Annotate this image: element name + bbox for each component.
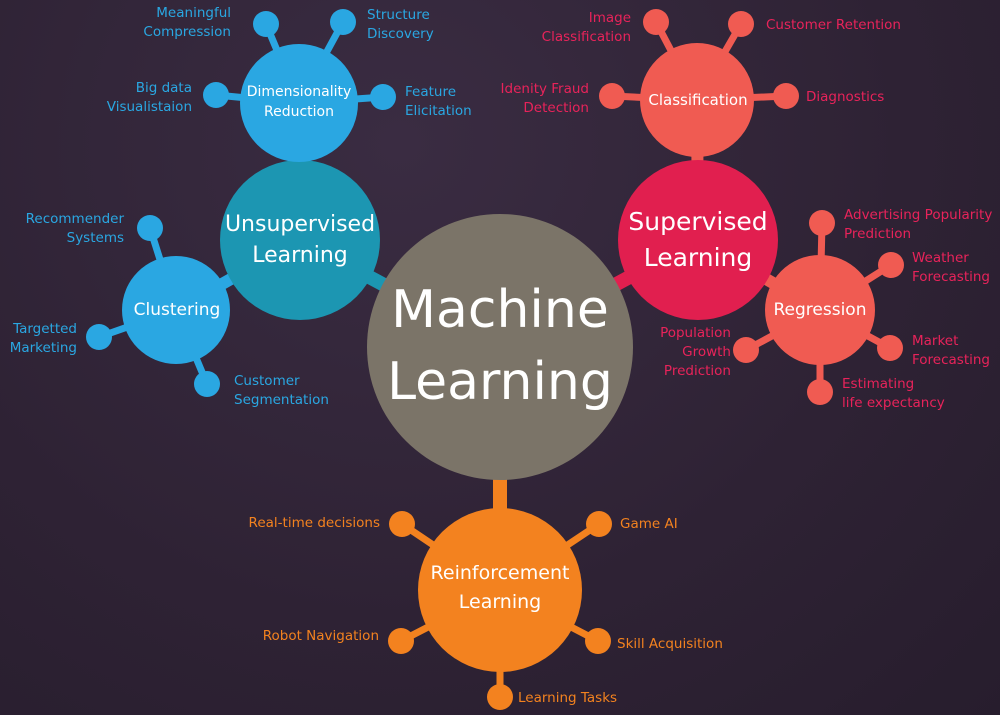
dimensionality-node-0 [253,11,279,37]
regression-title: Regression [773,300,867,320]
classification-node-0 [643,9,669,35]
leaf-skill-acquisition: Skill Acquisition [617,636,723,652]
leaf-robot-navigation: Robot Navigation [262,628,379,644]
reinforcement-learning-title: Reinforcement Learning [430,562,570,613]
clustering-node-0 [137,215,163,241]
machine-learning-hub [367,214,633,480]
regression-node-3 [877,335,903,361]
dimensionality-reduction-title: Dimensionality Reduction [246,84,352,120]
leaf-meaningful-compression: Meaningful Compression [143,5,231,40]
clustering-hub [122,256,230,364]
leaf-advertising-popularity: Advertising Popularity Prediction [844,207,993,242]
dimensionality-node-1 [330,9,356,35]
dimensionality-hub [240,44,358,162]
regression-node-0 [809,210,835,236]
unsupervised-learning-title: Unsupervised Learning [224,212,376,268]
leaf-big-data-visualisation: Big data Visualistaion [106,80,192,115]
dimensionality-node-2 [203,82,229,108]
regression-node-2 [733,337,759,363]
supervised-hub [618,160,778,320]
clustering-node-2 [194,371,220,397]
reinforcement-node-0 [389,511,415,537]
leaf-learning-tasks: Learning Tasks [518,690,618,706]
reinforcement-node-3 [585,628,611,654]
leaf-structure-discovery: Structure Discovery [367,7,434,42]
leaf-real-time-decisions: Real-time decisions [248,515,380,531]
leaf-customer-retention: Customer Retention [766,17,901,33]
reinforcement-hub [418,508,582,672]
leaf-feature-elicitation: Feature Elicitation [405,84,472,119]
reinforcement-node-2 [388,628,414,654]
classification-node-3 [773,83,799,109]
unsupervised-hub [220,160,380,320]
classification-title: Classification [648,91,748,109]
leaf-image-classification: Image Classification [541,10,631,45]
classification-node-2 [599,83,625,109]
leaf-estimating-life-expectancy: Estimating life expectancy [842,376,945,411]
leaf-diagnostics: Diagnostics [806,89,885,105]
classification-node-1 [728,11,754,37]
leaf-game-ai: Game AI [620,516,678,532]
clustering-node-1 [86,324,112,350]
machine-learning-title: Machine Learning [387,280,613,412]
leaf-weather-forecasting: Weather Forecasting [912,250,991,285]
supervised-learning-title: Supervised Learning [628,207,768,272]
reinforcement-node-1 [586,511,612,537]
leaf-identity-fraud-detection: Idenity Fraud Detection [500,81,589,116]
regression-hub [765,255,875,365]
reinforcement-node-4 [487,684,513,710]
leaf-population-growth-prediction: Population Growth Prediction [660,325,731,379]
dimensionality-node-3 [370,84,396,110]
classification-hub [640,43,754,157]
leaf-customer-segmentation: Customer Segmentation [234,373,329,408]
leaf-market-forecasting: Market Forecasting [912,333,991,368]
regression-node-1 [878,252,904,278]
regression-node-4 [807,379,833,405]
clustering-title: Clustering [133,300,221,320]
leaf-targetted-marketing: Targetted Marketing [9,321,77,356]
leaf-recommender-systems: Recommender Systems [25,211,124,246]
